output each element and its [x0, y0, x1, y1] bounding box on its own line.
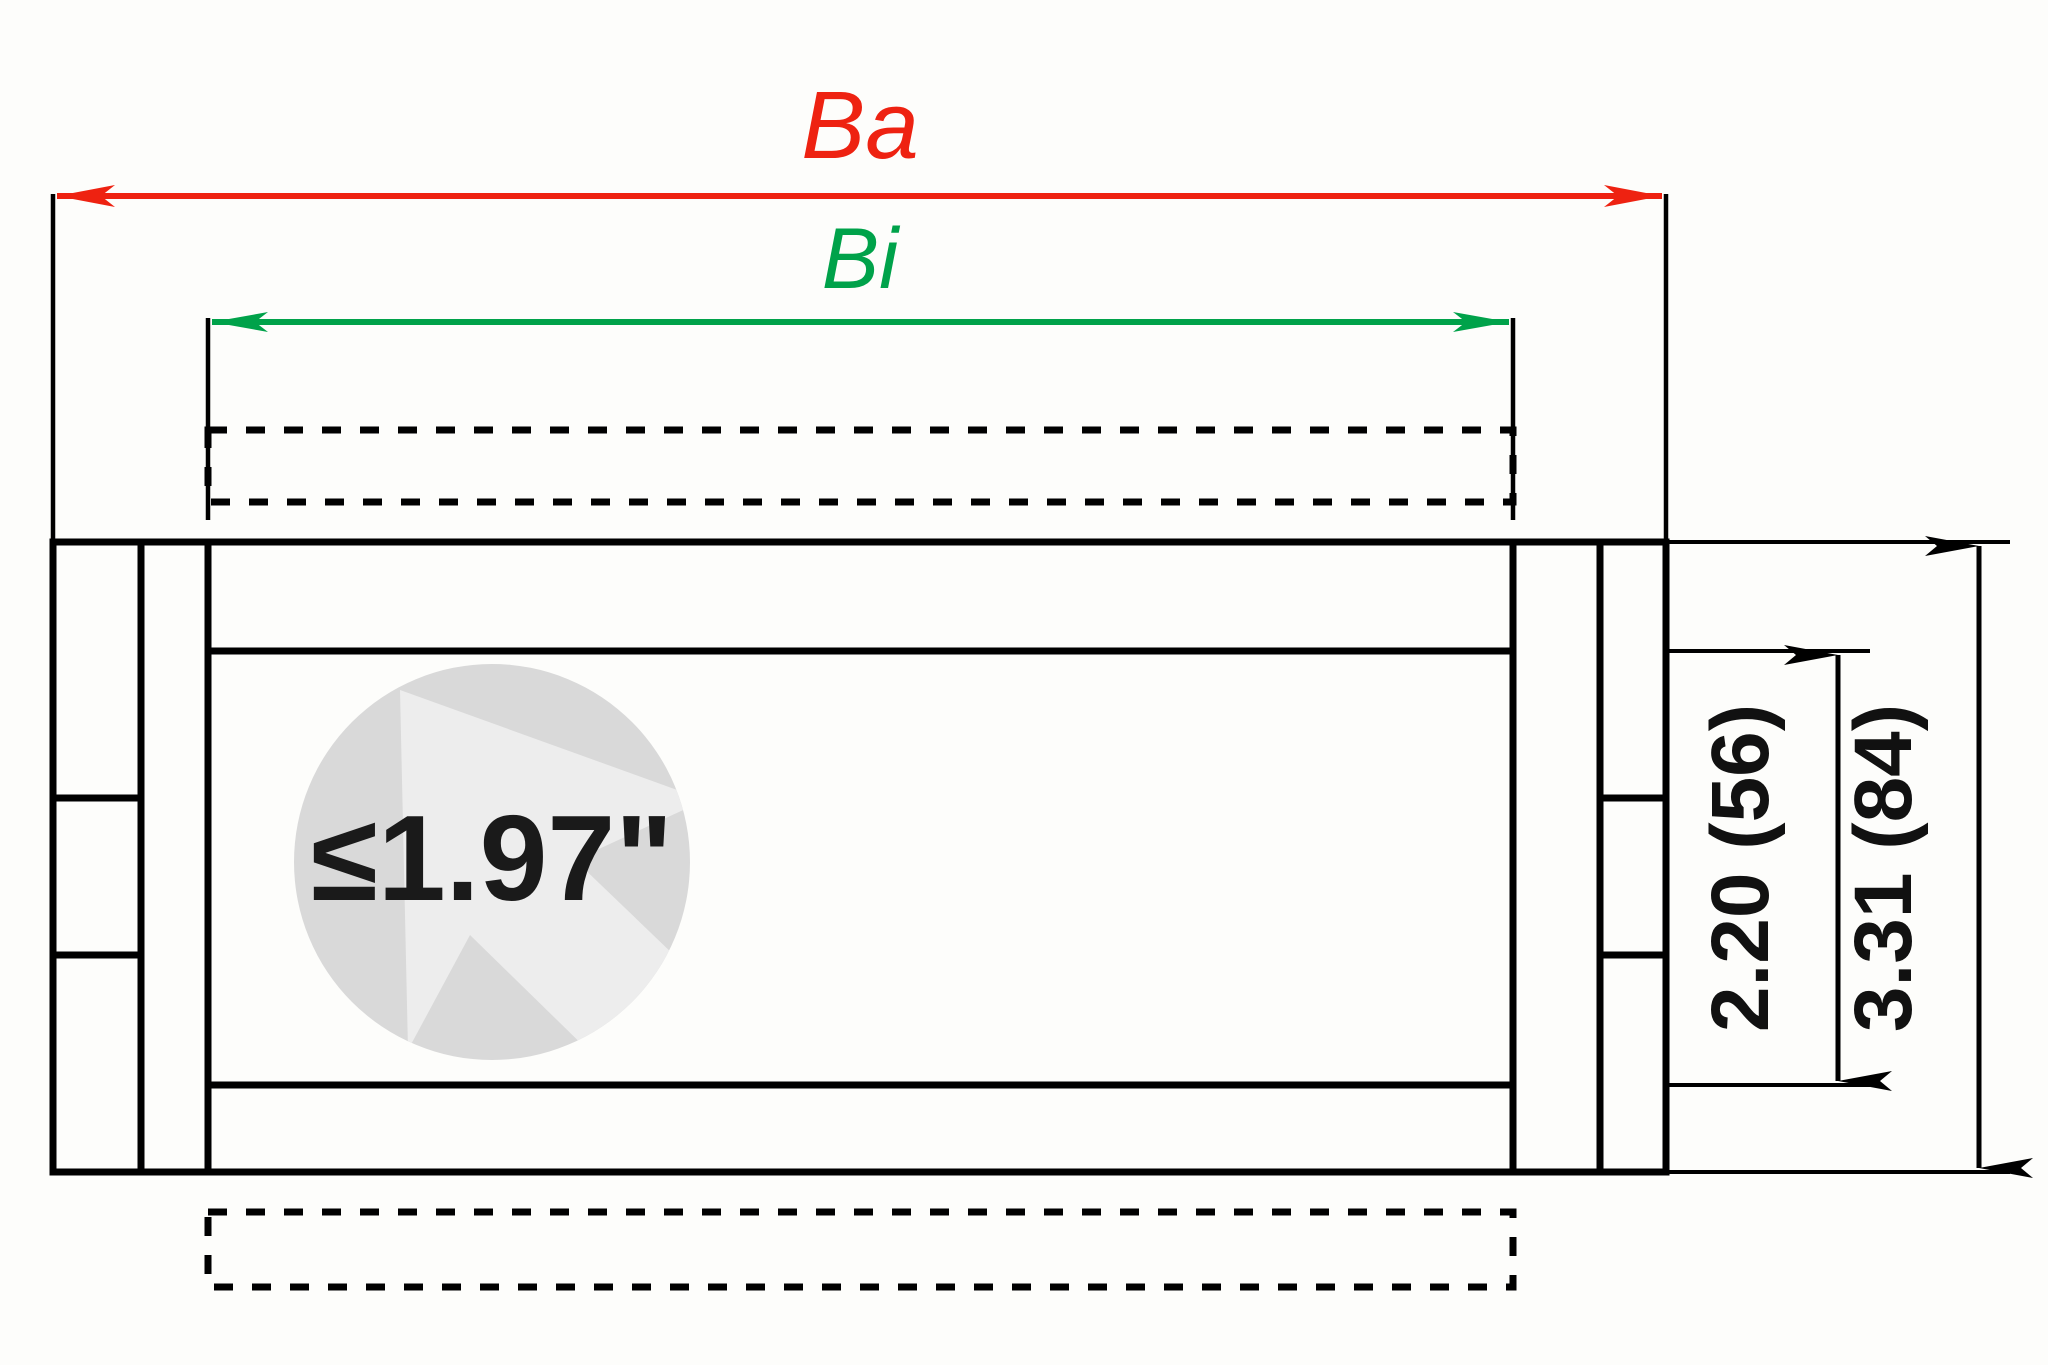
bottom-hidden-edge-rect — [204, 1208, 1517, 1291]
inner-height-label: 2.20 (56) — [1695, 704, 1786, 1032]
watermark-label: ≤1.97" — [311, 790, 673, 926]
top-hidden-edge-rect — [204, 426, 1517, 506]
roller-body-outline — [49, 538, 1670, 1176]
body-outer-rect — [49, 538, 1670, 1176]
height-dimensions — [1666, 536, 2033, 1178]
cursor-arrow-shape — [400, 690, 690, 1060]
ba-label: Ba — [801, 72, 918, 179]
outer-height-label: 3.31 (84) — [1838, 704, 1929, 1032]
cursor-arrow-badge-icon — [400, 690, 690, 1060]
inner-width-dimension — [205, 312, 1516, 520]
watermark-badge — [294, 664, 690, 1060]
outer-width-dimension — [50, 185, 1669, 555]
bi-label: Bi — [822, 211, 901, 307]
